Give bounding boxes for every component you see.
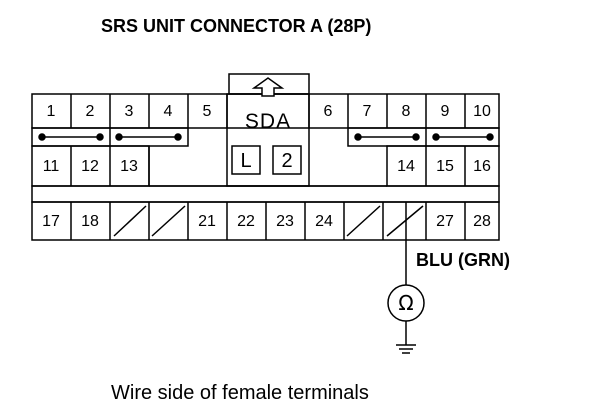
connector-key-label: SDA bbox=[245, 110, 291, 133]
empty-terminal-19 bbox=[113, 205, 147, 237]
pin-label: 24 bbox=[315, 213, 333, 230]
connector-center-body bbox=[226, 93, 310, 187]
pin-label: 3 bbox=[125, 103, 134, 120]
diagram-title: SRS UNIT CONNECTOR A (28P) bbox=[101, 16, 372, 36]
pin-label: 12 bbox=[81, 158, 99, 175]
wire-color-label: BLU (GRN) bbox=[416, 250, 510, 270]
ohmmeter-icon: Ω bbox=[387, 284, 425, 322]
up-arrow-icon bbox=[251, 77, 285, 97]
pin-label: 6 bbox=[324, 103, 333, 120]
pin-label: 4 bbox=[164, 103, 173, 120]
lock-box-2 bbox=[272, 145, 302, 175]
lock-box-l bbox=[231, 145, 261, 175]
row3-pins: 17 18 21 22 23 24 27 28 bbox=[42, 213, 491, 230]
lock-label-2: 2 bbox=[281, 150, 292, 172]
pin-label: 23 bbox=[276, 213, 294, 230]
pin-label: 2 bbox=[86, 103, 95, 120]
pin-label: 28 bbox=[473, 213, 491, 230]
empty-terminal-25 bbox=[346, 205, 381, 237]
pin-label: 13 bbox=[120, 158, 138, 175]
row2-pins: 11 12 13 14 15 16 bbox=[43, 158, 491, 175]
empty-terminal-20 bbox=[151, 205, 186, 237]
pin-label: 7 bbox=[363, 103, 372, 120]
pin-label: 22 bbox=[237, 213, 255, 230]
pin-label: 15 bbox=[436, 158, 454, 175]
pin-label: 9 bbox=[441, 103, 450, 120]
pin-label: 21 bbox=[198, 213, 216, 230]
diagram-caption: Wire side of female terminals bbox=[111, 382, 369, 404]
pin-label: 17 bbox=[42, 213, 60, 230]
pin-label: 10 bbox=[473, 103, 491, 120]
pin-label: 11 bbox=[43, 158, 60, 175]
pin-label: 16 bbox=[473, 158, 491, 175]
pin-label: 27 bbox=[436, 213, 454, 230]
pin-label: 8 bbox=[402, 103, 411, 120]
row1-pins: 1 2 3 4 5 6 7 8 9 10 bbox=[47, 103, 491, 120]
pin-label: 1 bbox=[47, 103, 56, 120]
pin-label: 5 bbox=[203, 103, 212, 120]
lock-label-l: L bbox=[240, 150, 251, 172]
connector-divider-band bbox=[31, 185, 500, 203]
empty-terminal-26 bbox=[386, 205, 424, 237]
meter-symbol: Ω bbox=[398, 291, 413, 315]
pin-label: 18 bbox=[81, 213, 99, 230]
shorting-bars bbox=[38, 133, 494, 141]
pin-label: 14 bbox=[397, 158, 415, 175]
ground-icon bbox=[396, 344, 416, 354]
